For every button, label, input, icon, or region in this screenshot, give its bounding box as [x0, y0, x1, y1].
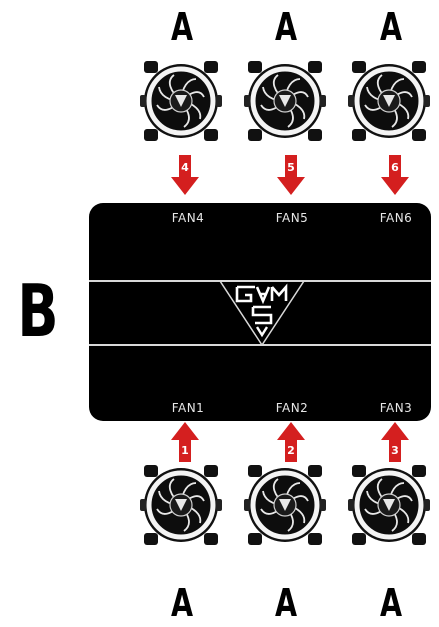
label-a-top-2: A: [274, 5, 298, 49]
label-a-top-3: A: [379, 5, 403, 49]
arrow-up-icon: 3: [381, 422, 409, 462]
connector-number: 6: [391, 161, 399, 174]
arrow-down-icon: 4: [171, 155, 199, 195]
fan-icon: [244, 55, 326, 147]
fan-icon: [140, 55, 222, 147]
fan-icon: [348, 55, 430, 147]
fan-icon: [348, 459, 430, 551]
arrow-down-icon: 5: [277, 155, 305, 195]
connector-number: 4: [181, 161, 189, 174]
label-b: B: [17, 269, 59, 353]
arrow-up-icon: 2: [277, 422, 305, 462]
arrow-down-icon: 6: [381, 155, 409, 195]
connector-number: 3: [391, 444, 399, 457]
gamdias-logo-icon: [217, 281, 307, 345]
port-label-fan4: FAN4: [171, 211, 205, 225]
arrow-up-icon: 1: [171, 422, 199, 462]
port-label-fan5: FAN5: [275, 211, 309, 225]
connector-number: 5: [287, 161, 295, 174]
fan-hub: FAN4 FAN5 FAN6 FAN1 FAN2 FAN3: [89, 203, 431, 421]
connector-number: 1: [181, 444, 189, 457]
port-label-fan6: FAN6: [379, 211, 413, 225]
connector-number: 2: [287, 444, 295, 457]
fan-icon: [140, 459, 222, 551]
label-a-bottom-1: A: [170, 581, 194, 625]
port-label-fan3: FAN3: [379, 401, 413, 415]
port-label-fan2: FAN2: [275, 401, 309, 415]
port-label-fan1: FAN1: [171, 401, 205, 415]
label-a-bottom-2: A: [274, 581, 298, 625]
divider: [89, 344, 431, 346]
fan-icon: [244, 459, 326, 551]
label-a-bottom-3: A: [379, 581, 403, 625]
label-a-top-1: A: [170, 5, 194, 49]
